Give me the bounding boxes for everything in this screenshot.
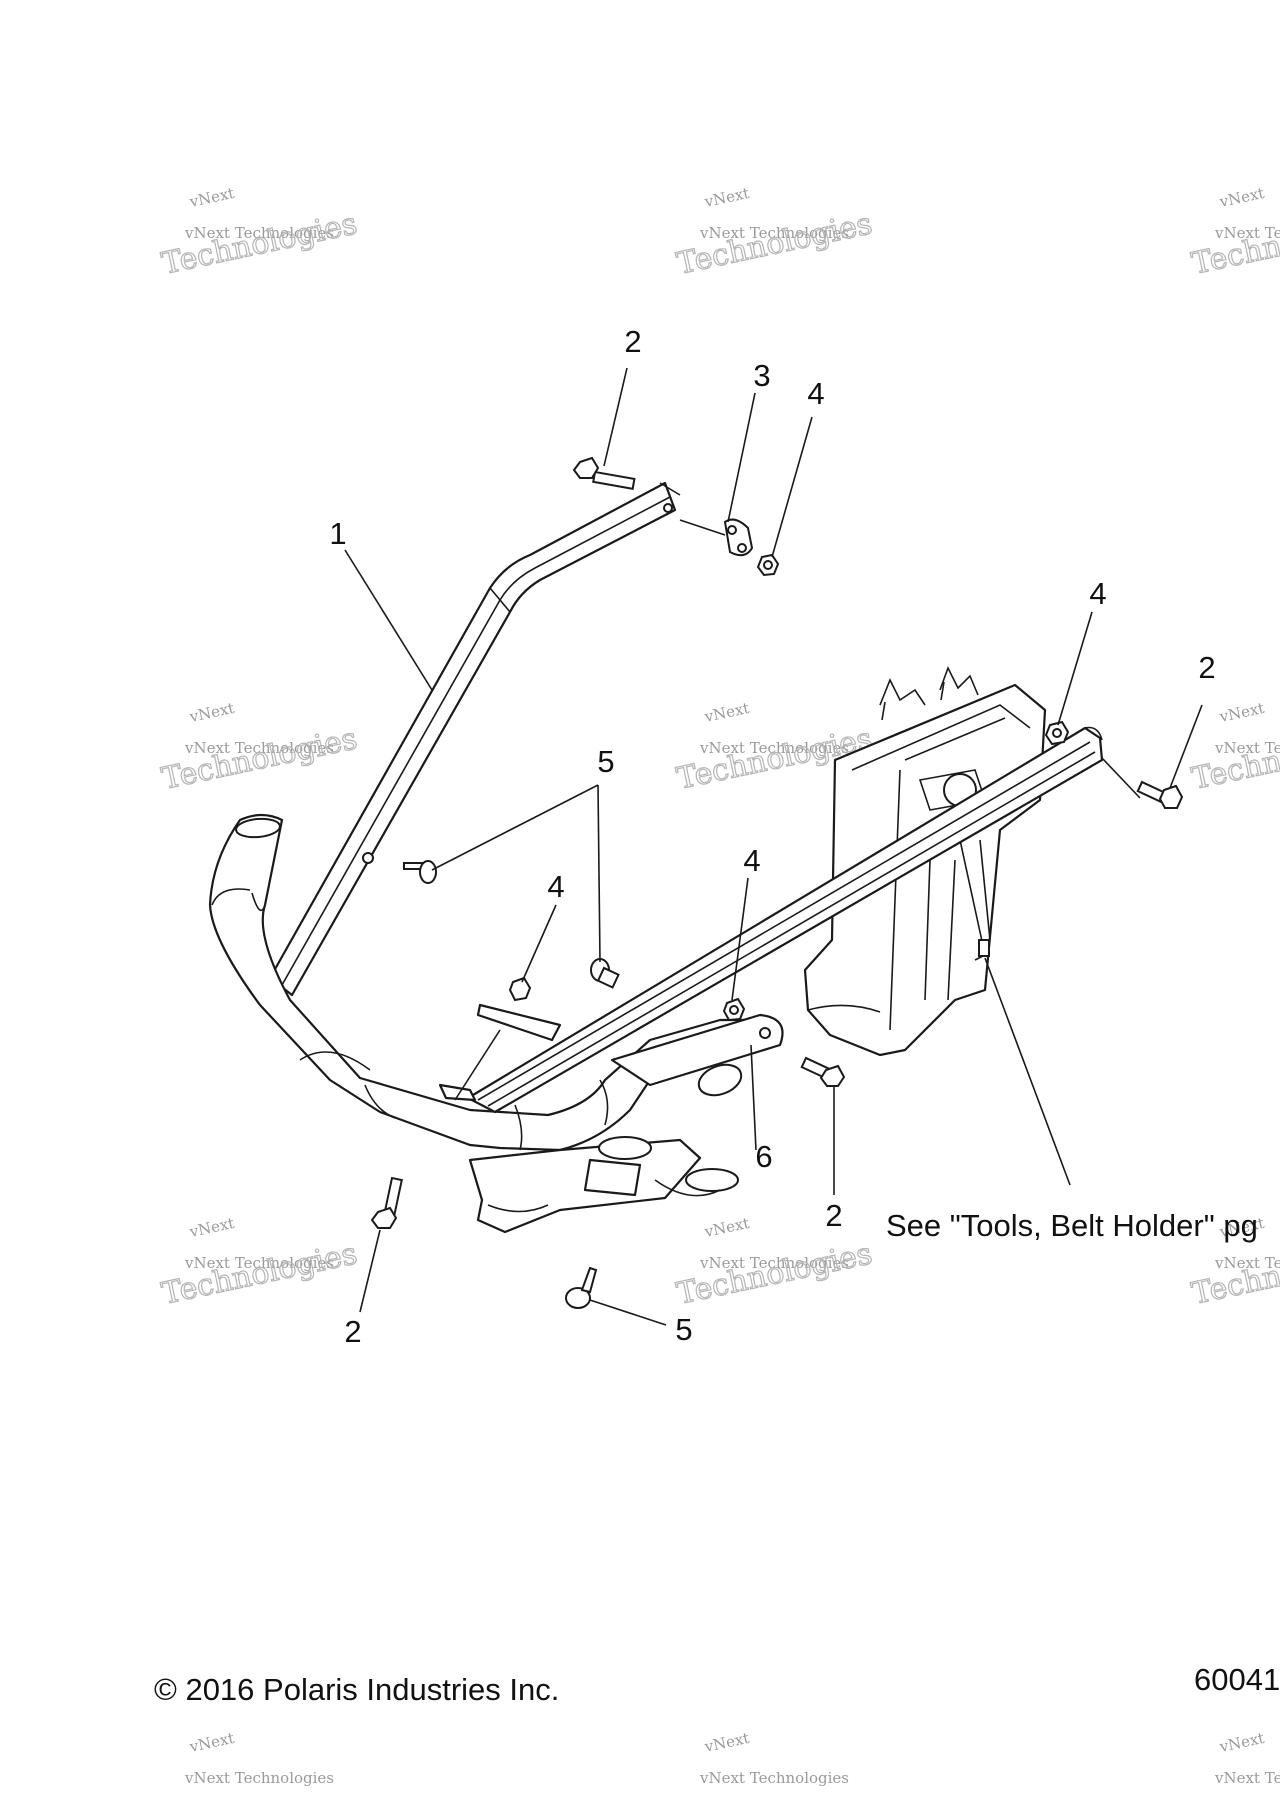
watermark-text: vNext Technologies (184, 1254, 334, 1272)
bolt-right (1136, 780, 1184, 809)
callout-2-right: 2 (1198, 650, 1215, 685)
watermark-text: vNext Technologies (699, 1254, 849, 1272)
lower-cross-member (468, 1136, 739, 1234)
watermark-text: Technologies (674, 206, 875, 282)
gusset-bracket (438, 1003, 562, 1102)
watermark-text: vNext (1217, 1729, 1266, 1756)
watermark-mid-right: vNext vNext Technologies Technologies (1188, 699, 1280, 797)
long-diagonal-tube (466, 726, 1104, 1114)
bolt-mid (800, 1056, 846, 1087)
callout-2-bottom-left: 2 (344, 1314, 361, 1349)
watermark-text: vNext Technologies (699, 224, 849, 242)
skid-opening (685, 1168, 739, 1192)
watermark-bottom-right: vNext vNext Technologies (1214, 1729, 1280, 1787)
copyright-text: © 2016 Polaris Industries Inc. (154, 1672, 559, 1707)
watermark-text: vNext Technologies (184, 1769, 334, 1787)
reference-note: See "Tools, Belt Holder" pg (886, 1208, 1258, 1243)
bracket-hole (759, 1027, 771, 1039)
watermark-low-center: vNext vNext Technologies Technologies (673, 1214, 876, 1312)
watermark-text: vNext Technologies (699, 739, 849, 757)
watermark-text: Technologies (159, 721, 360, 797)
watermark-text: Technologies (1189, 206, 1280, 282)
watermark-text: Technologies (159, 206, 360, 282)
bracket-item-6 (610, 1013, 784, 1087)
skid-opening (598, 1136, 652, 1160)
watermark-top-center: vNext vNext Technologies Technologies (673, 184, 876, 282)
belt-holder-tab (978, 939, 990, 957)
frame-tube-1 (268, 481, 681, 997)
watermark-text: vNext (1217, 699, 1266, 726)
watermark-mid-left: vNext vNext Technologies Technologies (158, 699, 361, 797)
watermark-text: vNext Technologies (184, 739, 334, 757)
washer-plate (723, 518, 754, 557)
watermark-bottom-center: vNext vNext Technologies (699, 1729, 849, 1787)
callout-3: 3 (753, 358, 770, 393)
belt-holder-bracket (803, 665, 1047, 1057)
watermark-text: vNext Technologies (184, 224, 334, 242)
watermark-text: vNext (1217, 184, 1266, 211)
callout-5-bottom: 5 (675, 1312, 692, 1347)
callout-5-mid: 5 (597, 744, 614, 779)
watermark-text: vNext (187, 184, 236, 211)
watermark-text: vNext Technologies (1214, 224, 1280, 242)
watermark-text: Technologies (159, 1236, 360, 1312)
rivet-mid (403, 860, 437, 884)
callout-2-top: 2 (624, 324, 641, 359)
watermark-text: vNext (187, 699, 236, 726)
watermark-text: vNext Technologies (699, 1769, 849, 1787)
tube-end-opening (235, 817, 281, 839)
frame-hole (663, 503, 673, 513)
frame-hole (362, 852, 374, 864)
watermark-text: Technologies (1189, 1236, 1280, 1312)
watermark-text: vNext (702, 1214, 751, 1241)
watermark-bottom-left: vNext vNext Technologies (184, 1729, 334, 1787)
bolt-top (572, 456, 636, 490)
watermark-text: Technologies (1189, 721, 1280, 797)
callout-1: 1 (329, 516, 346, 551)
watermark-text: vNext Technologies (1214, 739, 1280, 757)
diagram-number: 60041 (1194, 1662, 1280, 1697)
watermark-text: vNext (702, 184, 751, 211)
watermark-text: Technologies (674, 1236, 875, 1312)
callout-4-mid-left: 4 (547, 869, 564, 904)
watermark-text: vNext (702, 1729, 751, 1756)
rivet-bottom (565, 1266, 598, 1309)
nut-mid-left (508, 976, 532, 1002)
rivet-center (590, 958, 620, 989)
watermark-low-left: vNext vNext Technologies Technologies (158, 1214, 361, 1312)
watermark-text: vNext (187, 1729, 236, 1756)
callout-2-mid: 2 (825, 1198, 842, 1233)
nut-right (1044, 720, 1070, 746)
watermark-text: vNext (187, 1214, 236, 1241)
callout-4-mid-right: 4 (743, 843, 760, 878)
watermark-text: vNext Technologies (1214, 1769, 1280, 1787)
callout-4-right: 4 (1089, 576, 1106, 611)
tube-end-opening (697, 1063, 743, 1097)
watermark-top-left: vNext vNext Technologies Technologies (158, 184, 361, 282)
leader-lines (344, 367, 1203, 1326)
callout-6: 6 (755, 1139, 772, 1174)
nut-mid-right (722, 997, 746, 1022)
watermark-text: vNext Technologies (1214, 1254, 1280, 1272)
callout-4-top: 4 (807, 376, 824, 411)
nut-top (756, 553, 780, 577)
watermark-text: vNext (702, 699, 751, 726)
watermark-top-right: vNext vNext Technologies Technologies (1188, 184, 1280, 282)
bolt-bottom-left (370, 1176, 403, 1229)
